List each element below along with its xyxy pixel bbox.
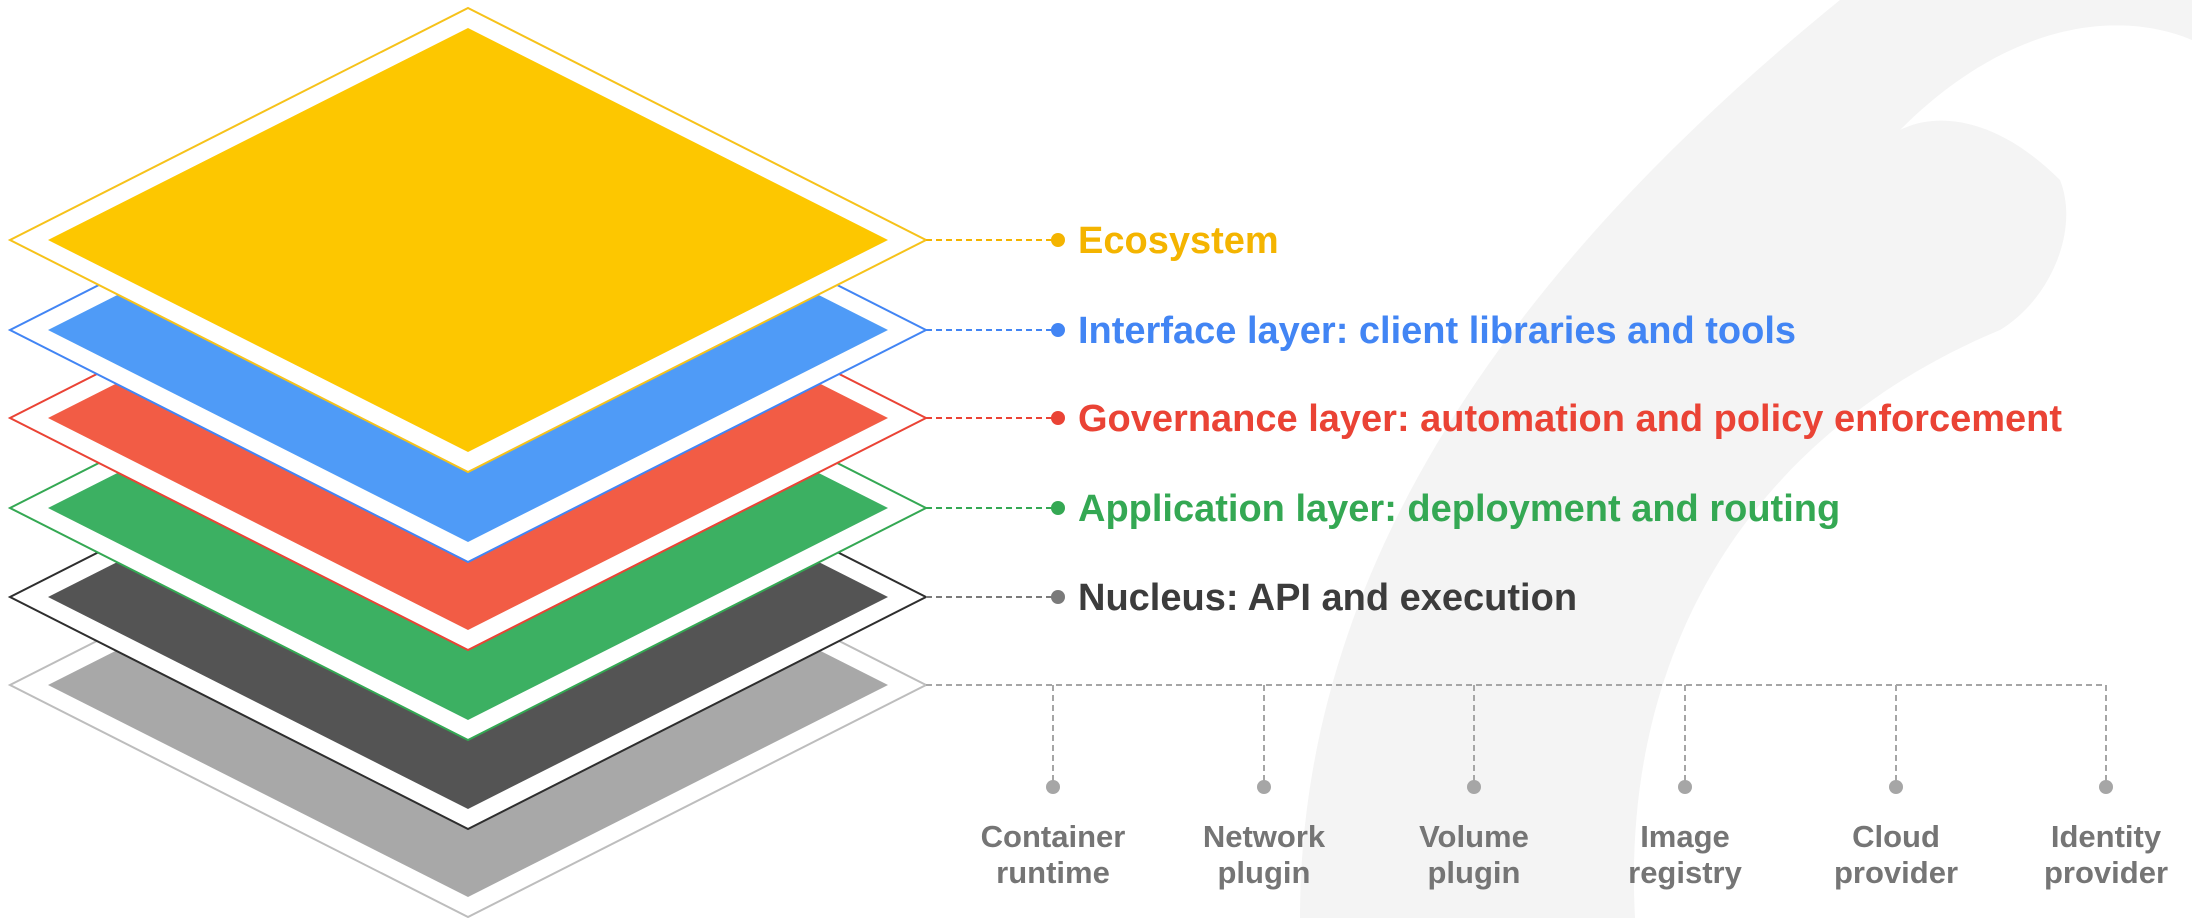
plugin-label-line2: runtime — [996, 855, 1110, 890]
label-ecosystem: Ecosystem — [1078, 220, 1279, 262]
label-governance: Governance layer: automation and policy … — [1078, 398, 2062, 440]
plugin-label-line1: Cloud — [1852, 819, 1940, 854]
plugin-dot — [1046, 780, 1060, 794]
plugin-label-line2: provider — [2044, 855, 2168, 890]
plugin-label-line2: plugin — [1218, 855, 1311, 890]
plugin-label-line1: Network — [1203, 819, 1326, 854]
layer-fill — [48, 28, 888, 452]
label-interface: Interface layer: client libraries and to… — [1078, 310, 1796, 352]
plugin-label-line2: registry — [1628, 855, 1742, 890]
dot-nucleus — [1051, 590, 1065, 604]
dot-interface — [1051, 323, 1065, 337]
plugin-label-line1: Container — [981, 819, 1126, 854]
plugin-label-line2: plugin — [1428, 855, 1521, 890]
plugin-label-line1: Identity — [2051, 819, 2162, 854]
plugin-label-line1: Image — [1640, 819, 1730, 854]
background-mark — [1300, 0, 2192, 918]
label-nucleus: Nucleus: API and execution — [1078, 577, 1577, 619]
plugin-dot — [2099, 780, 2113, 794]
dot-application — [1051, 501, 1065, 515]
label-application: Application layer: deployment and routin… — [1078, 488, 1840, 530]
plugin-label-line1: Volume — [1419, 819, 1529, 854]
plugin-label-line2: provider — [1834, 855, 1958, 890]
dot-ecosystem — [1051, 233, 1065, 247]
plugin-dot — [1889, 780, 1903, 794]
plugin-dot — [1678, 780, 1692, 794]
layer-ecosystem — [7, 6, 929, 474]
plugin-dot — [1467, 780, 1481, 794]
dot-governance — [1051, 411, 1065, 425]
plugin-dot — [1257, 780, 1271, 794]
